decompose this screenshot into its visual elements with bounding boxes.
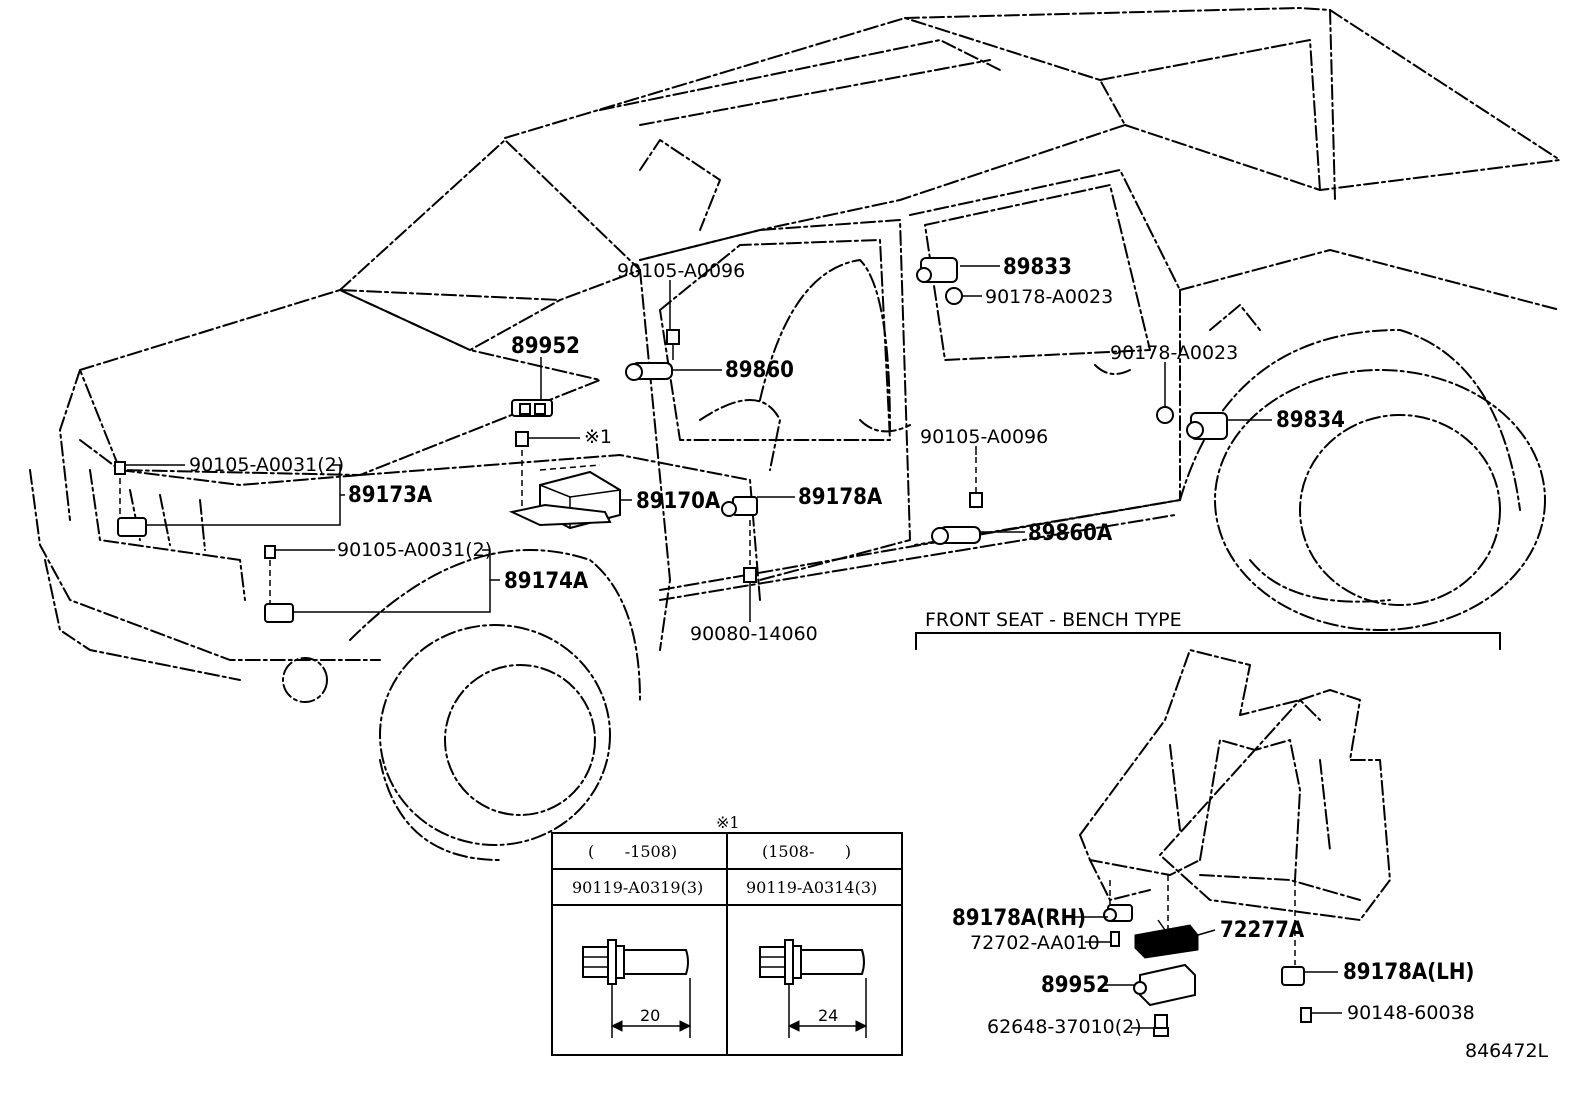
part-89178a-rh-sensor (1103, 904, 1133, 922)
part-89860-sensor (625, 362, 673, 381)
col2-period: (1508- ) (762, 842, 851, 861)
label-89173a: 89173A (348, 483, 433, 508)
label-89178a-rh: 89178A(RH) (952, 906, 1086, 931)
label-89860: 89860 (725, 358, 794, 383)
label-89174a: 89174A (504, 569, 589, 594)
label-89834: 89834 (1276, 408, 1345, 433)
part-90105-a0096-mid-bolt (969, 457, 983, 508)
part-90105-a0096-top-bolt (666, 329, 680, 360)
part-89860a-sensor (931, 526, 981, 545)
part-89833-sensor (916, 257, 958, 283)
part-89170a-ecu (508, 464, 621, 530)
col1-part: 90119-A0319(3) (572, 878, 703, 897)
label-90178-a0023-top: 90178-A0023 (985, 286, 1113, 308)
truck-outline (29, 7, 1561, 861)
part-62648-37010-screw (1153, 1014, 1169, 1037)
bolt-drawing-col1: 20 (582, 939, 692, 1038)
part-90148-60038-screw (1300, 1007, 1312, 1023)
col2-length: 24 (818, 1006, 838, 1025)
label-89833: 89833 (1003, 255, 1072, 280)
bench-seat (1079, 649, 1391, 965)
label-72702-aa010: 72702-AA010 (970, 932, 1100, 954)
label-62648-37010: 62648-37010(2) (987, 1016, 1142, 1038)
part-89174a-sensor (264, 603, 294, 623)
label-90080-14060: 90080-14060 (690, 623, 818, 645)
label-90105-a0031-bottom: 90105-A0031(2) (337, 539, 492, 561)
label-90105-a0031-top: 90105-A0031(2) (189, 454, 344, 476)
part-labels: 90105-A0096 89833 90178-A0023 89952 8986… (189, 255, 1549, 1062)
part-89952-top-connector (511, 399, 553, 417)
col1-period: ( -1508) (588, 842, 677, 861)
part-90105-a0031-bottom-bolt (264, 545, 276, 605)
part-90178-a0023-right-nut (1156, 406, 1174, 424)
part-90105-a0031-top-bolt (114, 461, 126, 520)
label-90178-a0023-right: 90178-A0023 (1110, 342, 1238, 364)
part-90178-a0023-top-nut (945, 287, 963, 305)
label-89178a: 89178A (798, 485, 883, 510)
note-table: ※1 ( -1508) (1508- ) 90119-A0319(3) 9011… (551, 813, 903, 1056)
col1-length: 20 (640, 1006, 660, 1025)
label-90105-a0096-top: 90105-A0096 (617, 260, 745, 282)
part-89178a-sensor (721, 496, 758, 517)
part-89952-bottom-module (1133, 963, 1196, 1007)
part-89173a-sensor (117, 517, 147, 537)
label-89952-bottom: 89952 (1041, 973, 1110, 998)
label-note1-mark: ※1 (584, 426, 612, 448)
section-title-bench: FRONT SEAT - BENCH TYPE (925, 609, 1182, 631)
part-89834-sensor (1186, 412, 1228, 440)
label-90148-60038: 90148-60038 (1347, 1002, 1475, 1024)
part-bolt-note1 (515, 431, 529, 510)
bench-leader-lines (1070, 916, 1342, 1029)
part-72702-aa010-screw (1110, 931, 1120, 947)
part-72277a-switch (1134, 919, 1199, 959)
part-89178a-lh-sensor (1281, 966, 1305, 986)
label-72277a: 72277A (1220, 918, 1305, 943)
label-89860a: 89860A (1028, 521, 1113, 546)
diagram-code: 846472L (1465, 1040, 1549, 1062)
note-table-mark: ※1 (716, 813, 740, 832)
bolt-drawing-col2: 24 (759, 939, 868, 1038)
label-89178a-lh: 89178A(LH) (1343, 960, 1474, 985)
label-89170a: 89170A (636, 489, 721, 514)
leader-lines (125, 265, 1501, 650)
label-89952-top: 89952 (511, 334, 580, 359)
col2-part: 90119-A0314(3) (746, 878, 877, 897)
label-90105-a0096-mid: 90105-A0096 (920, 426, 1048, 448)
